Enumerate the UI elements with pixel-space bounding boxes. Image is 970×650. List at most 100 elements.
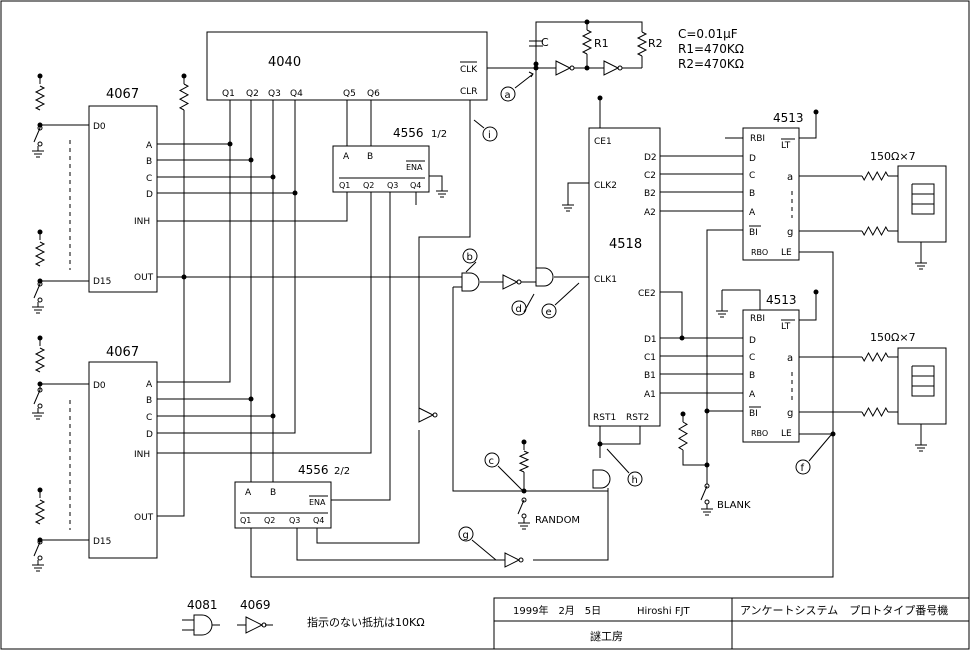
svg-text:B: B [749,371,755,381]
svg-text:C: C [146,413,152,423]
svg-text:C: C [749,171,755,181]
legend: 4081 4069 指示のない抵抗は10KΩ [182,598,425,636]
svg-text:Q3: Q3 [387,181,398,190]
resistor-symbol [861,351,889,363]
svg-text:Q3: Q3 [268,89,281,99]
switch-symbol [33,541,41,557]
junction [533,61,539,67]
ground-symbol [32,560,44,572]
svg-text:1999年 2月 5日: 1999年 2月 5日 [513,604,601,617]
resistor-symbol [178,83,190,111]
arrow [554,282,580,306]
arrow [808,434,832,462]
junction [270,174,276,180]
svg-text:Q4: Q4 [313,516,324,525]
capacitor-symbol [529,40,543,47]
resistor-symbol [34,85,46,111]
resistor-symbol [861,406,889,418]
ground-symbol [436,186,448,198]
junction [248,157,254,163]
wire [250,434,834,578]
resistor-symbol [34,499,46,525]
switch-contact [521,497,527,503]
svg-text:4069: 4069 [240,598,271,612]
junction [704,462,710,468]
svg-text:A: A [245,488,252,498]
ground-symbol [32,408,44,420]
switch-contact [37,555,43,561]
inverter [502,274,519,290]
svg-text:B: B [367,152,373,162]
svg-text:B: B [270,488,276,498]
wire [157,100,296,434]
wire [316,430,420,544]
svg-text:D0: D0 [93,122,106,132]
svg-text:Q2: Q2 [363,181,374,190]
svg-text:a: a [787,353,793,364]
inverter-bubble [617,65,623,71]
switch-symbol [517,499,525,515]
switch-contact [704,499,710,505]
ground-symbol [32,146,44,158]
switch-contact [521,513,527,519]
svg-text:C: C [749,353,755,363]
arrow [473,119,485,129]
svg-text:LT: LT [781,141,791,151]
inverter [555,60,572,76]
svg-text:OUT: OUT [134,513,154,523]
svg-text:LE: LE [781,248,792,258]
svg-text:D: D [749,154,756,164]
wire [157,110,185,517]
svg-text:Q3: Q3 [289,516,300,525]
random-label: RANDOM [535,515,580,526]
resistor-symbol [678,421,688,451]
wire [157,100,231,383]
wire [535,21,643,64]
junction [521,488,527,494]
resistor-symbol [34,241,46,267]
junction [248,396,254,402]
svg-text:CLK1: CLK1 [594,275,617,285]
svg-text:e: e [546,307,552,318]
svg-text:Q1: Q1 [339,181,350,190]
chip-4040: 4040 Q1 Q2 Q3 Q4 Q5 Q6 CLK CLR [206,31,488,101]
svg-text:LT: LT [781,322,791,332]
svg-text:Q2: Q2 [246,89,259,99]
svg-text:R2: R2 [648,37,663,50]
chip-4556-half2: 4556 2/2 A B ENA Q1 Q2 Q3 Q4 [234,463,350,529]
component-values: C=0.01μF R1=470KΩ R2=470KΩ C R1 R2 [541,27,744,71]
svg-text:A: A [749,208,756,218]
and-gate [592,469,611,489]
svg-text:g: g [787,408,793,419]
svg-text:CE1: CE1 [594,137,612,147]
arrow [497,465,523,491]
svg-text:d: d [516,304,522,315]
resistor-symbol [581,29,593,55]
junction [227,141,233,147]
svg-text:B2: B2 [644,189,656,199]
title-block: 1999年 2月 5日 Hiroshi FJT アンケートシステム プロトタイプ… [493,597,970,650]
ground-symbol [716,306,728,318]
wire [533,488,609,561]
switch-contact [37,141,43,147]
svg-text:C: C [541,36,549,49]
svg-text:C1: C1 [644,353,656,363]
svg-text:i: i [488,130,491,141]
svg-text:Q4: Q4 [410,181,421,190]
svg-text:A: A [343,152,350,162]
arrow [514,71,534,89]
svg-text:BI: BI [749,409,758,419]
svg-text:c: c [489,456,495,467]
svg-text:B: B [749,189,755,199]
resistor-symbol [518,450,530,473]
switch-symbol [33,389,41,405]
svg-text:Q4: Q4 [290,89,303,99]
svg-text:a: a [787,172,793,183]
resistor-symbol [34,347,46,373]
wire [157,192,348,222]
inverter [418,407,435,423]
ground-symbol [562,200,574,212]
svg-text:4556: 4556 [393,126,424,140]
inverter-bubble [432,412,438,418]
logic-gates [32,29,927,572]
